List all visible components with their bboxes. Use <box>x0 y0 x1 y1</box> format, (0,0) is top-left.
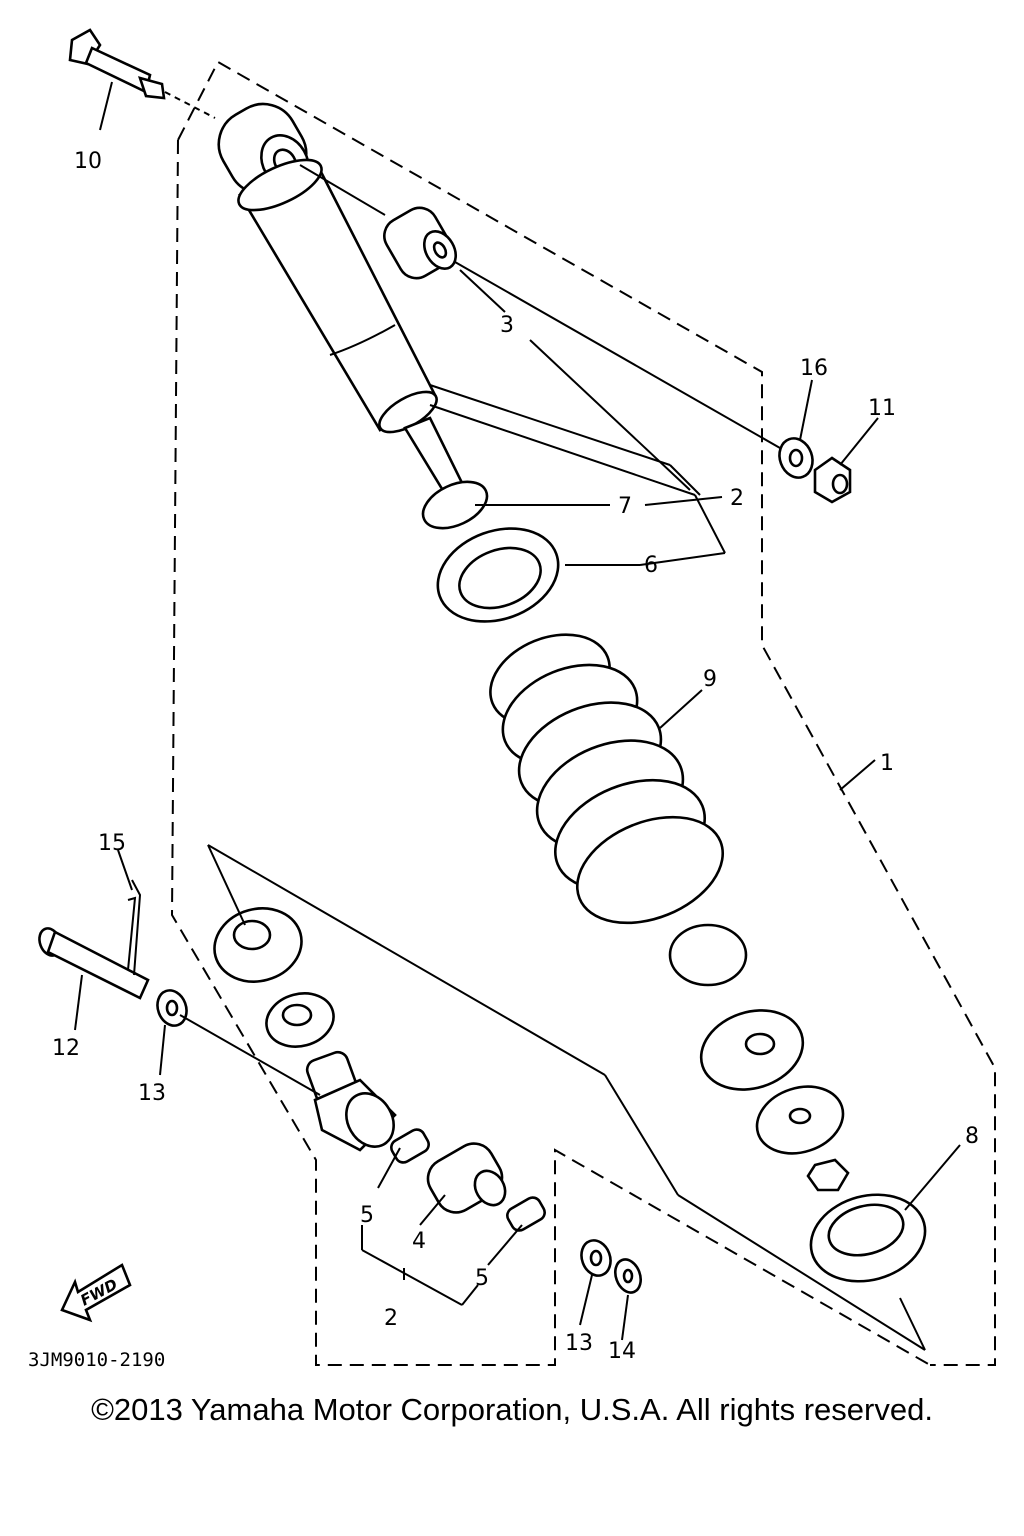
assembly-boundary-left <box>170 139 931 1366</box>
lower-right-stack <box>668 923 850 1192</box>
pin-12 <box>38 879 321 1096</box>
callout-4: 4 <box>412 1229 426 1254</box>
callout-16: 16 <box>800 356 828 381</box>
assembly-boundary <box>177 60 996 1366</box>
spring-seat-6 <box>436 527 560 623</box>
callout-2-top: 2 <box>730 486 744 511</box>
lower-left-parts <box>213 907 397 1152</box>
callout-5-left: 5 <box>360 1203 374 1228</box>
circlip-7 <box>421 480 489 530</box>
washers-and-nuts <box>156 437 852 1294</box>
callout-14: 14 <box>608 1339 636 1364</box>
bushing-3 <box>299 164 781 449</box>
callout-8: 8 <box>965 1124 979 1149</box>
part-code: 3JM9010-2190 <box>28 1349 165 1371</box>
bolt-10 <box>68 28 216 119</box>
callout-5-right: 5 <box>475 1266 489 1291</box>
callout-9: 9 <box>703 667 717 692</box>
callout-2-bottom: 2 <box>384 1306 398 1331</box>
callout-1: 1 <box>880 751 894 776</box>
callout-11: 11 <box>868 396 896 421</box>
callout-10: 10 <box>74 149 102 174</box>
copyright-notice: ©2013 Yamaha Motor Corporation, U.S.A. A… <box>91 1392 933 1427</box>
bushing-4-collars-5 <box>390 1128 546 1232</box>
callout-13-bottom: 13 <box>565 1331 593 1356</box>
callout-7: 7 <box>618 494 632 519</box>
fwd-arrow-icon: FWD <box>60 1263 132 1323</box>
callout-12: 12 <box>52 1036 80 1061</box>
exploded-parts-diagram: 10 3 16 11 2 7 6 9 1 15 12 13 8 5 4 5 2 … <box>28 28 996 1371</box>
callout-13-left: 13 <box>138 1081 166 1106</box>
leader-lines <box>74 81 961 1351</box>
spring-9 <box>489 633 725 925</box>
shock-absorber-body <box>217 102 470 504</box>
callout-6: 6 <box>644 553 658 578</box>
spring-seat-8 <box>809 1193 927 1283</box>
callout-3: 3 <box>500 313 514 338</box>
callout-15: 15 <box>98 831 126 856</box>
